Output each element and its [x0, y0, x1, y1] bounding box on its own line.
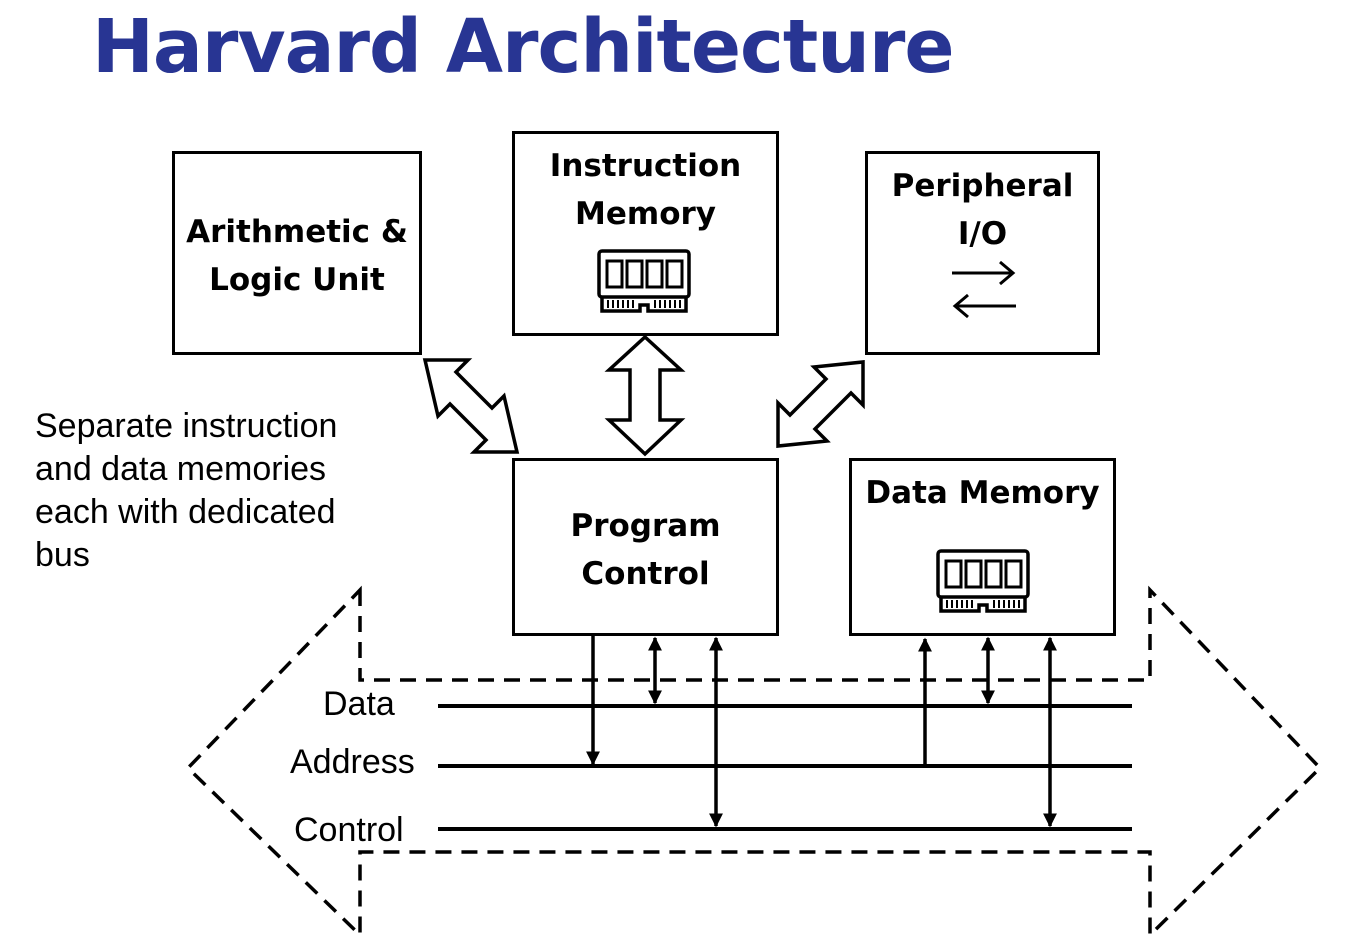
program-control-label-line: Control: [581, 556, 710, 592]
alu-block: Arithmetic & Logic Unit: [172, 151, 422, 355]
instruction-memory-label-line: Instruction: [549, 148, 742, 184]
peripheral-io-label-line: Peripheral: [891, 168, 1074, 204]
program-control-label-line: Program: [570, 508, 721, 544]
instruction-bus-arrow: [604, 334, 686, 457]
caption-line: and data memories: [35, 450, 327, 488]
memory-chip-icon: [597, 249, 691, 313]
caption-text: Separate instruction and data memories e…: [35, 405, 395, 577]
data-memory-block: Data Memory: [849, 458, 1116, 636]
caption-line: bus: [35, 536, 90, 574]
program-control-block: Program Control: [512, 458, 779, 636]
instruction-memory-block: Instruction Memory: [512, 131, 779, 336]
control-bus-label: Control: [294, 811, 404, 849]
memory-chip-icon: [936, 549, 1030, 613]
address-bus-label: Address: [290, 743, 415, 781]
instruction-memory-label-line: Memory: [575, 196, 716, 232]
alu-bus-arrow: [422, 358, 520, 454]
peripheral-io-label-line: I/O: [957, 216, 1008, 252]
peripheral-io-block: Peripheral I/O: [865, 151, 1100, 355]
peripheral-bus-arrow: [776, 360, 865, 448]
alu-label-line: Arithmetic &: [186, 214, 408, 250]
slide-title: Harvard Architecture: [92, 4, 955, 90]
data-memory-label-line: Data Memory: [865, 475, 1100, 511]
alu-label-line: Logic Unit: [209, 262, 385, 298]
data-bus-label: Data: [323, 685, 395, 723]
bidirectional-arrows-icon: [952, 260, 1016, 319]
caption-line: Separate instruction: [35, 407, 338, 445]
caption-line: each with dedicated: [35, 493, 336, 531]
